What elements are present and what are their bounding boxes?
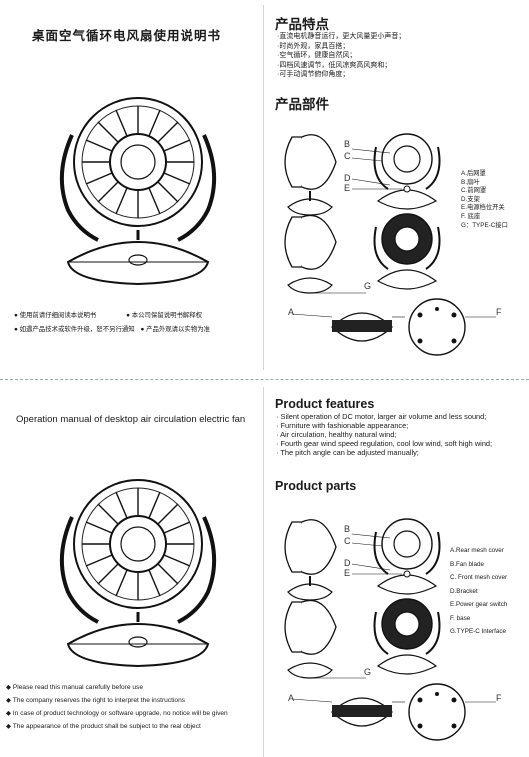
note-item: ◆ In case of product technology or softw… bbox=[6, 710, 228, 717]
parts-heading: Product parts bbox=[275, 479, 357, 493]
label-d: D bbox=[344, 558, 351, 568]
features-heading: 产品特点 bbox=[275, 17, 329, 32]
label-c: C bbox=[344, 151, 351, 161]
label-f: F bbox=[496, 307, 502, 317]
feature-item: · Silent operation of DC motor, larger a… bbox=[276, 412, 487, 421]
manual-title: 桌面空气循环电风扇使用说明书 bbox=[32, 28, 222, 43]
parts-heading: 产品部件 bbox=[275, 97, 329, 112]
panel-divider-line bbox=[263, 387, 264, 757]
manual-panel-chinese: 桌面空气循环电风扇使用说明书 ● 使用前请仔细阅读本说明书 ● 本公司保留说明书… bbox=[0, 5, 529, 370]
label-b: B bbox=[344, 139, 351, 149]
label-g: G bbox=[364, 667, 372, 677]
legend-item: B.Fan blade bbox=[450, 560, 484, 568]
legend-item: C.前网罩 bbox=[461, 187, 487, 195]
legend-item: G：TYPE-C接口 bbox=[461, 221, 508, 229]
parts-diagram bbox=[284, 518, 496, 741]
legend-item: B.扇叶 bbox=[461, 178, 480, 186]
manual-title: Operation manual of desktop air circulat… bbox=[16, 414, 246, 425]
legend-item: E.Power gear switch bbox=[450, 601, 508, 608]
fan-illustration bbox=[59, 97, 217, 286]
legend-item: F. base bbox=[450, 614, 471, 622]
page-separator bbox=[0, 379, 529, 380]
panel-divider-line bbox=[263, 5, 264, 370]
label-a: A bbox=[288, 693, 295, 703]
label-d: D bbox=[344, 173, 351, 183]
legend-item: C. Front mesh cover bbox=[450, 574, 508, 581]
label-f: F bbox=[496, 693, 502, 703]
note-item: ● 使用前请仔细阅读本说明书 bbox=[14, 312, 97, 319]
features-heading: Product features bbox=[275, 397, 375, 411]
manual-panel-english: Operation manual of desktop air circulat… bbox=[0, 387, 529, 757]
notes-row-2: ● 如遇产品技术或软件升级，恕不另行通知 ● 产品外观请以实物为准 bbox=[14, 324, 210, 333]
feature-item: ·四档风速调节，低风凉爽高风爽和； bbox=[277, 61, 392, 69]
feature-item: · Fourth gear wind speed regulation, coo… bbox=[276, 439, 493, 449]
feature-item: ·空气循环，健康自然风； bbox=[277, 52, 357, 60]
label-e: E bbox=[344, 183, 351, 193]
note-item: ● 产品外观请以实物为准 bbox=[140, 326, 210, 333]
parts-legend: A.Rear mesh cover B.Fan blade C. Front m… bbox=[450, 544, 507, 639]
fan-illustration bbox=[59, 479, 217, 668]
label-e: E bbox=[344, 568, 351, 578]
legend-item: A.后网罩 bbox=[461, 170, 486, 177]
note-item: ● 本公司保留说明书解释权 bbox=[126, 312, 203, 319]
parts-diagram bbox=[284, 133, 496, 356]
notes-list: ◆ Please read this manual carefully befo… bbox=[6, 681, 228, 733]
legend-item: D.支架 bbox=[461, 195, 480, 203]
feature-item: ·直流电机静音运行，更大风量更小声音； bbox=[277, 33, 406, 40]
label-c: C bbox=[344, 536, 351, 546]
feature-item: ·时尚外观，家具百搭； bbox=[277, 42, 350, 50]
label-g: G bbox=[364, 281, 372, 291]
note-item: ◆ The appearance of the product shall be… bbox=[6, 723, 201, 730]
note-item: ● 如遇产品技术或软件升级，恕不另行通知 bbox=[14, 326, 135, 333]
label-a: A bbox=[288, 307, 295, 317]
features-list: · Silent operation of DC motor, larger a… bbox=[276, 412, 521, 457]
feature-item: · Air circulation, healthy natural wind; bbox=[276, 430, 397, 440]
notes-row-1: ● 使用前请仔细阅读本说明书 ● 本公司保留说明书解释权 bbox=[14, 310, 202, 319]
feature-item: · The pitch angle can be adjusted manual… bbox=[276, 448, 419, 458]
feature-item: ·可手动调节俯仰角度； bbox=[277, 71, 350, 79]
label-b: B bbox=[344, 524, 351, 534]
features-list: ·直流电机静音运行，更大风量更小声音； ·时尚外观，家具百搭； ·空气循环，健康… bbox=[277, 32, 405, 80]
legend-item: D.Bracket bbox=[450, 587, 478, 595]
legend-item: G.TYPE-C Interface bbox=[450, 628, 506, 635]
legend-item: A.Rear mesh cover bbox=[450, 547, 504, 554]
legend-item: E.电源档位开关 bbox=[461, 204, 505, 212]
feature-item: · Furniture with fashionable appearance; bbox=[276, 421, 409, 431]
note-item: ◆ The company reserves the right to inte… bbox=[6, 697, 186, 704]
note-item: ◆ Please read this manual carefully befo… bbox=[6, 684, 144, 691]
parts-legend: A.后网罩 B.扇叶 C.前网罩 D.支架 E.电源档位开关 F. 底座 G：T… bbox=[461, 170, 508, 230]
legend-item: F. 底座 bbox=[461, 212, 481, 220]
